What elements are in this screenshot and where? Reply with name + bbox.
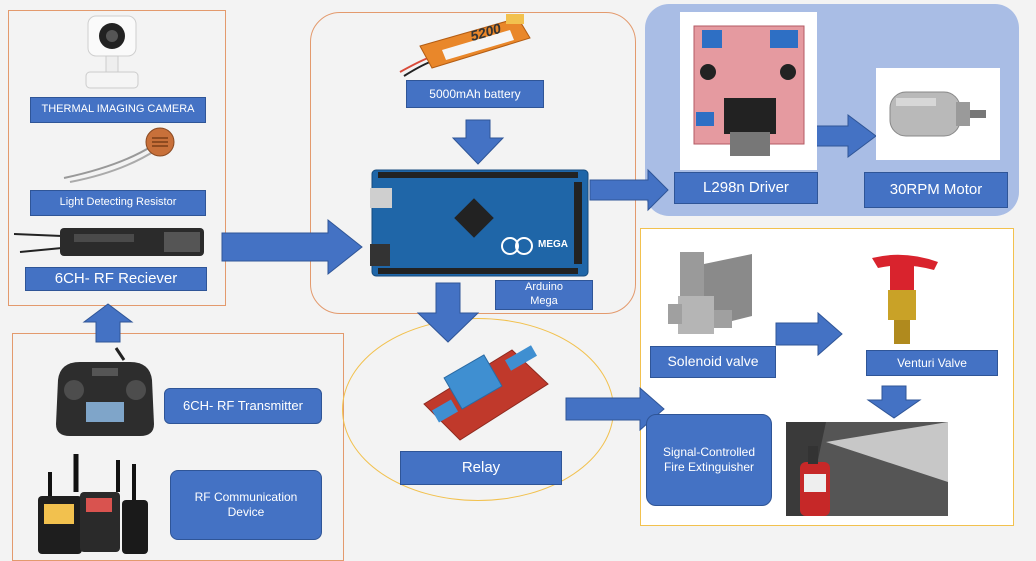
extinguisher-label: Signal-Controlled Fire Extinguisher (646, 414, 772, 506)
venturi-label: Venturi Valve (866, 350, 998, 376)
rf-comm-label: RF Communication Device (170, 470, 322, 540)
thermal-camera-label: THERMAL IMAGING CAMERA (30, 97, 206, 123)
antenna-icon (30, 452, 154, 556)
battery-icon (398, 12, 534, 80)
arduino-label: Arduino Mega (495, 280, 593, 310)
arrow-battery-to-arduino (451, 119, 505, 165)
relay-label: Relay (400, 451, 562, 485)
l298n-label: L298n Driver (674, 172, 818, 204)
ldr-label: Light Detecting Resistor (30, 190, 206, 216)
arrow-transmitter-up (82, 303, 134, 343)
arrow-receiver-to-arduino (221, 218, 363, 276)
relay-icon (420, 334, 552, 444)
arduino-board-text: MEGA (538, 239, 568, 250)
motor-label: 30RPM Motor (864, 172, 1008, 208)
arrow-venturi-down (866, 385, 922, 419)
fire-extinguisher-icon (786, 422, 948, 516)
solenoid-icon (662, 236, 762, 344)
driver-board-icon (680, 12, 817, 170)
ldr-icon (60, 126, 180, 186)
arrow-arduino-to-driver (589, 168, 669, 212)
camera-icon (78, 14, 146, 94)
arrow-solenoid-to-venturi (775, 311, 843, 357)
arrow-arduino-to-relay (416, 282, 480, 343)
motor-icon (876, 68, 1000, 160)
rf-transmitter-label: 6CH- RF Transmitter (164, 388, 322, 424)
arduino-board-icon (370, 168, 590, 278)
remote-icon (50, 346, 160, 438)
valve-icon (864, 250, 944, 350)
solenoid-label: Solenoid valve (650, 346, 776, 378)
arrow-driver-to-motor (814, 114, 877, 158)
sensor-group-frame (8, 10, 226, 306)
receiver-icon (14, 222, 206, 262)
rf-receiver-label: 6CH- RF Reciever (25, 267, 207, 291)
battery-label: 5000mAh battery (406, 80, 544, 108)
